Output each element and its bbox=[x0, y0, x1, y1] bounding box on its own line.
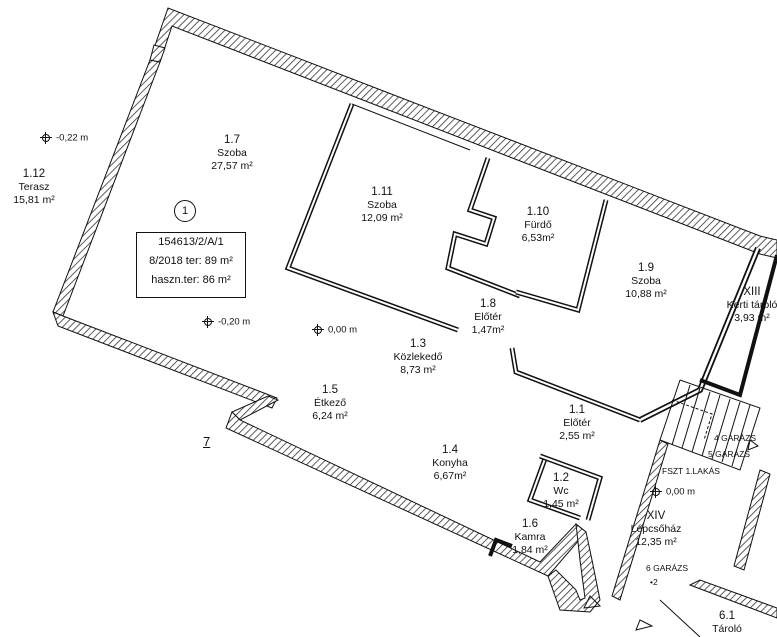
wall-left-stub bbox=[149, 44, 166, 63]
room-xiii-label: XIII Kerti tároló 3,93 m² bbox=[727, 286, 777, 325]
level-marker-1: -0,22 m bbox=[40, 132, 88, 144]
room-number: 1.12 bbox=[22, 168, 46, 180]
room-number: 1.8 bbox=[480, 298, 496, 310]
wall-east-far bbox=[733, 469, 771, 571]
room-number: 1.6 bbox=[521, 518, 538, 530]
section-mark: 7 bbox=[203, 434, 211, 449]
level-value: -0,22 m bbox=[56, 132, 89, 144]
room-1-4-label: 1.4 Konyha 6,67m² bbox=[432, 444, 468, 483]
room-area: 12,35 m² bbox=[635, 536, 677, 548]
property-usable-area: haszn.ter: 86 m² bbox=[151, 274, 231, 286]
room-number: 1.4 bbox=[442, 444, 458, 456]
property-parcel-id: 154613/2/A/1 bbox=[158, 236, 224, 248]
wall-east bbox=[611, 439, 669, 601]
room-number: XIII bbox=[743, 286, 761, 298]
room-area: 6,24 m² bbox=[312, 410, 348, 422]
garage-5-label: 5 GARÁZS bbox=[708, 449, 751, 459]
room-name: Étkező bbox=[313, 397, 347, 409]
level-marker-2: -0,20 m bbox=[202, 316, 250, 328]
room-name: Közlekedő bbox=[393, 351, 443, 363]
room-area: 1,84 m² bbox=[512, 544, 548, 556]
room-area: 3,93 m² bbox=[734, 312, 770, 324]
room-area: 1,45 m² bbox=[543, 498, 579, 510]
section-line bbox=[659, 599, 701, 637]
level-cross-icon bbox=[312, 324, 324, 336]
wall-west-lower bbox=[52, 311, 278, 409]
marker-2: •2 bbox=[650, 577, 658, 587]
room-name: Konyha bbox=[432, 457, 468, 469]
room-area: 8,73 m² bbox=[400, 364, 436, 376]
room-1-12-label: 1.12 Terasz 15,81 m² bbox=[13, 168, 54, 207]
room-name: Kamra bbox=[514, 531, 546, 543]
level-cross-icon bbox=[202, 316, 214, 328]
room-area: 15,81 m² bbox=[13, 194, 55, 206]
garage-4-label: 4 GARÁZS bbox=[714, 433, 757, 443]
property-info-box: 154613/2/A/1 8/2018 ter: 89 m² haszn.ter… bbox=[136, 232, 246, 298]
wall-bathroom bbox=[445, 157, 521, 299]
room-1-11-label: 1.11 Szoba 12,09 m² bbox=[361, 186, 402, 225]
room-area: 1,47m² bbox=[471, 324, 505, 336]
level-cross-icon bbox=[40, 132, 52, 144]
room-name: Előtér bbox=[474, 311, 502, 323]
wall-bottom-right bbox=[547, 522, 601, 613]
room-6-1-label: 6.1 Tároló bbox=[712, 610, 742, 636]
property-land-area: 8/2018 ter: 89 m² bbox=[149, 255, 233, 267]
room-name: Kerti tároló bbox=[726, 299, 777, 311]
room-name: Szoba bbox=[217, 147, 247, 159]
room-1-9-label: 1.9 Szoba 10,88 m² bbox=[625, 262, 666, 301]
room-number: XIV bbox=[646, 510, 666, 522]
room-number: 1.1 bbox=[568, 404, 585, 416]
room-1-7-label: 1.7 Szoba 27,57 m² bbox=[211, 134, 252, 173]
room-name: Tároló bbox=[712, 623, 742, 635]
room-name: Lépcsőház bbox=[630, 523, 682, 535]
room-area: 6,67m² bbox=[433, 470, 467, 482]
room-name: Előtér bbox=[563, 417, 591, 429]
room-number: 1.5 bbox=[321, 384, 338, 396]
door-mark-3 bbox=[747, 439, 760, 451]
level-cross-icon bbox=[650, 486, 662, 498]
room-name: Wc bbox=[553, 485, 569, 497]
room-area: 12,09 m² bbox=[361, 212, 403, 224]
room-1-3-label: 1.3 Közlekedő 8,73 m² bbox=[393, 338, 442, 377]
room-number: 1.7 bbox=[224, 134, 240, 146]
door-mark-1 bbox=[583, 595, 602, 609]
staircase bbox=[659, 379, 761, 471]
room-area: 2,55 m² bbox=[559, 430, 595, 442]
room-number: 1.9 bbox=[638, 262, 654, 274]
room-xiv-label: XIV Lépcsőház 12,35 m² bbox=[631, 510, 682, 549]
room-area: 6,53m² bbox=[521, 232, 555, 244]
room-area: 10,88 m² bbox=[625, 288, 667, 300]
room-number: 6.1 bbox=[718, 610, 735, 622]
room-1-2-label: 1.2 Wc 1,45 m² bbox=[543, 472, 579, 511]
room-name: Szoba bbox=[367, 199, 397, 211]
wall-xiii bbox=[699, 254, 777, 398]
room-1-6-label: 1.6 Kamra 1,84 m² bbox=[512, 518, 548, 557]
room-1-1-label: 1.1 Előtér 2,55 m² bbox=[559, 404, 595, 443]
level-marker-4: 0,00 m bbox=[650, 486, 695, 498]
wall-south-east bbox=[688, 579, 777, 619]
wall-top bbox=[149, 7, 777, 259]
room-1-8-label: 1.8 Előtér 1,47m² bbox=[472, 298, 505, 337]
room-number: 1.3 bbox=[409, 338, 426, 350]
room-number: 1.10 bbox=[526, 206, 550, 218]
room-name: Szoba bbox=[631, 275, 661, 287]
level-value: -0,20 m bbox=[218, 316, 251, 328]
room-number: 1.11 bbox=[371, 186, 393, 198]
garage-6-label: 6 GARÁZS bbox=[646, 563, 689, 573]
parcel-number-circle: 1 bbox=[174, 200, 196, 222]
wall-room-1-11-right bbox=[351, 103, 471, 151]
wall-kamra bbox=[488, 537, 513, 557]
level-value: 0,00 m bbox=[666, 486, 696, 498]
ground-floor-apartment-label: FSZT 1.LAKÁS bbox=[662, 466, 720, 476]
room-name: Fürdő bbox=[524, 219, 552, 231]
room-area: 27,57 m² bbox=[211, 160, 253, 172]
room-1-5-label: 1.5 Étkező 6,24 m² bbox=[312, 384, 348, 423]
room-name: Terasz bbox=[18, 181, 50, 193]
room-1-10-label: 1.10 Fürdő 6,53m² bbox=[522, 206, 555, 245]
level-value: 0,00 m bbox=[328, 324, 358, 336]
level-marker-3: 0,00 m bbox=[312, 324, 357, 336]
door-mark-2 bbox=[635, 619, 654, 631]
room-number: 1.2 bbox=[552, 472, 569, 484]
